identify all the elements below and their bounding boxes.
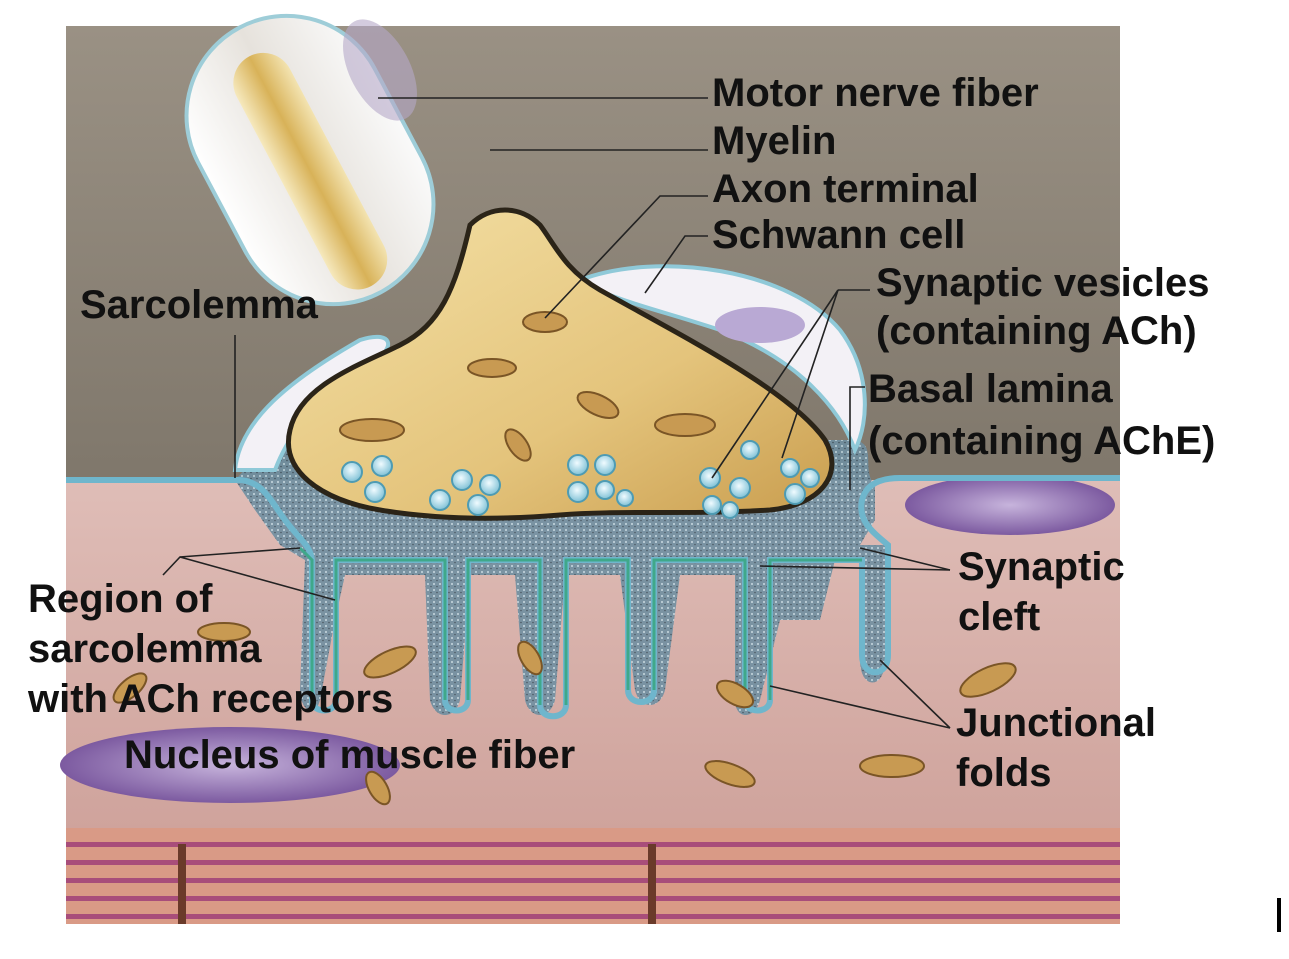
nucleus-of-muscle-fiber: [60, 727, 400, 803]
label-synaptic-vesicles-1: Synaptic vesicles: [876, 261, 1210, 305]
label-schwann-cell: Schwann cell: [712, 213, 965, 257]
leader-lines: [162, 97, 951, 729]
mitochondria-muscle: [112, 622, 1017, 806]
motor-nerve-fiber: [184, 13, 436, 307]
axon-terminal: [286, 207, 835, 521]
label-motor-nerve-fiber: Motor nerve fiber: [712, 71, 1039, 115]
label-region-of-sarcolemma-3: with ACh receptors: [27, 677, 393, 721]
label-basal-lamina-1: Basal lamina: [868, 367, 1113, 411]
schwann-cell: [575, 264, 867, 455]
ach-receptor-membrane: [298, 546, 862, 705]
label-nucleus-of-muscle-fiber: Nucleus of muscle fiber: [124, 733, 575, 777]
label-region-of-sarcolemma-1: Region of: [28, 577, 213, 621]
label-sarcolemma: Sarcolemma: [80, 283, 319, 327]
synaptic-vesicles: [341, 440, 820, 519]
mitochondria-terminal: [339, 311, 716, 462]
label-axon-terminal: Axon terminal: [712, 167, 979, 211]
myofibril-band: [66, 828, 1120, 924]
schwann-cell-nucleus: [715, 307, 805, 343]
text-cursor-mark: [1277, 898, 1281, 932]
label-synaptic-cleft-1: Synaptic: [958, 545, 1125, 589]
label-synaptic-cleft-2: cleft: [958, 595, 1040, 639]
label-basal-lamina-2: (containing AChE): [868, 419, 1215, 463]
label-region-of-sarcolemma-2: sarcolemma: [28, 627, 262, 671]
label-junctional-folds-1: Junctional: [956, 701, 1156, 745]
label-myelin: Myelin: [712, 119, 836, 163]
label-synaptic-vesicles-2: (containing ACh): [876, 309, 1197, 353]
muscle-nucleus-right: [905, 475, 1115, 535]
label-junctional-folds-2: folds: [956, 751, 1052, 795]
